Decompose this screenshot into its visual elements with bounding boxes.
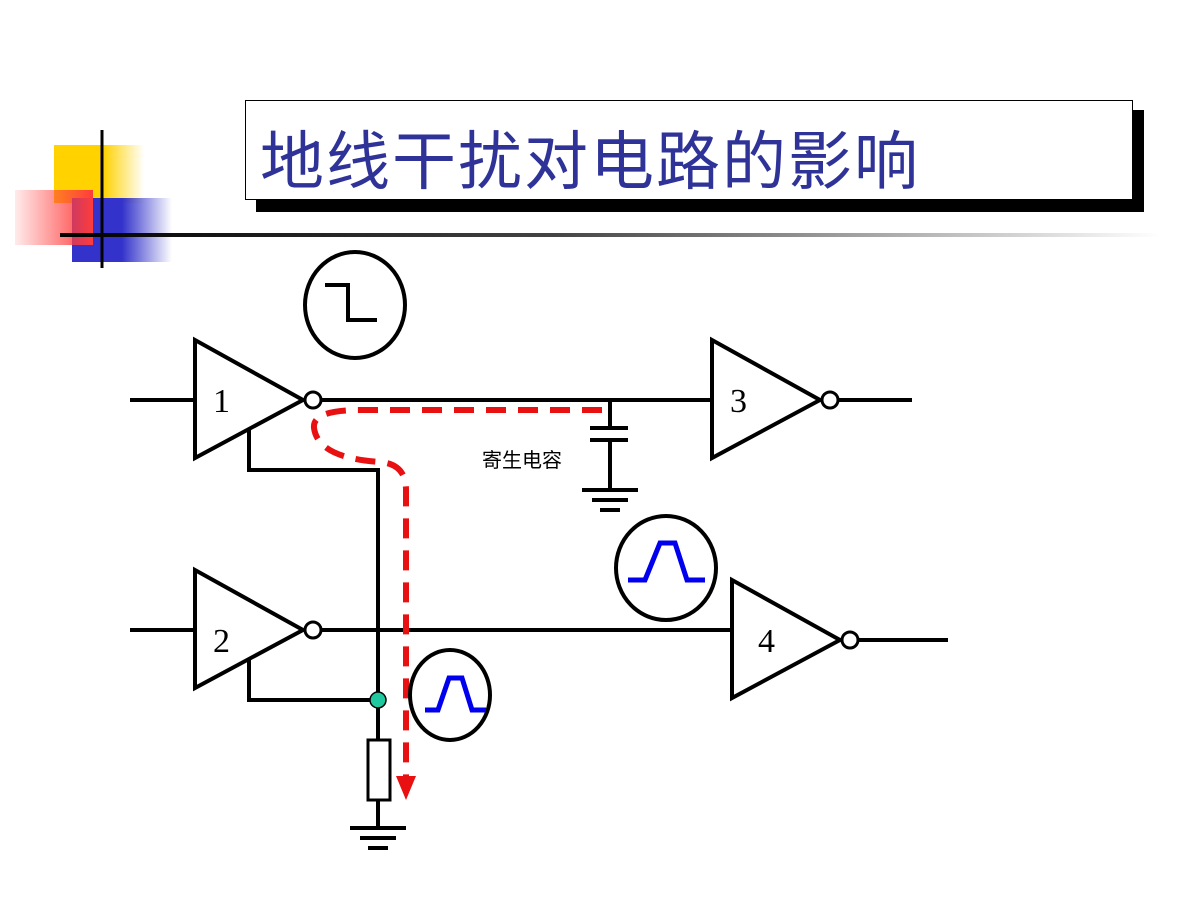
gate2-ground-lead [247,660,378,702]
title-box: 地线干扰对电路的影响 [245,100,1133,200]
gate-2-bubble [303,620,323,640]
gate-3-bubble [820,390,840,410]
gate-4-bubble [840,630,860,650]
ground-node [369,691,387,709]
gate-3-buffer [710,336,825,462]
gate-4-buffer [730,576,845,702]
current-path-arrowhead [396,776,416,800]
page-title: 地线干扰对电路的影响 [260,126,920,200]
capacitor-label: 寄生电容 [482,448,562,472]
ground-resistor [366,738,392,802]
title-rule [60,233,1160,237]
waveform-falling-step [303,250,407,360]
gate-2-buffer [193,566,308,692]
gate-1-buffer [193,336,308,462]
current-path [311,407,602,780]
decoration [15,130,172,268]
gate-3-label: 3 [730,383,747,420]
waveform-pulse-net [614,514,718,622]
gate1-ground-lead [247,430,380,700]
gate-4-label: 4 [758,623,775,660]
gate-1-label: 1 [213,383,230,420]
gate-2-label: 2 [213,623,230,660]
waveform-pulse-ground [408,648,492,742]
gate-1-bubble [303,390,323,410]
